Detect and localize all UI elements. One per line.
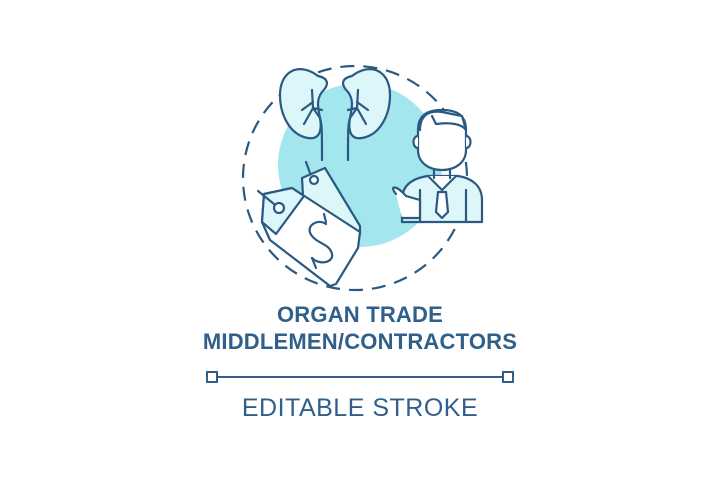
title-line-1: ORGAN TRADE	[277, 302, 443, 327]
kidneys-icon	[278, 68, 392, 162]
dollar-sign-icon	[308, 212, 334, 270]
subtitle: EDITABLE STROKE	[241, 394, 479, 422]
businessman-icon	[391, 108, 484, 224]
line-handle-right	[502, 371, 514, 383]
editable-stroke-line	[0, 365, 720, 389]
price-tag-icon	[256, 160, 362, 288]
concept-icon	[241, 64, 484, 292]
line-handle-left	[206, 371, 218, 383]
title-line-2: MIDDLEMEN/CONTRACTORS	[202, 329, 518, 354]
